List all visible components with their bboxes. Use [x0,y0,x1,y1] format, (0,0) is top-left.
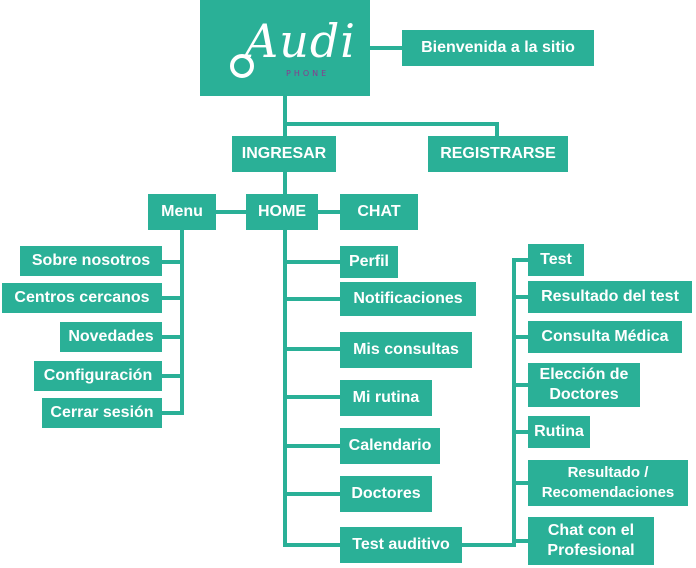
node-routine[interactable]: Rutina [528,416,590,448]
node-doctors[interactable]: Doctores [340,476,432,512]
node-chat[interactable]: CHAT [340,194,418,230]
logo-name: Audi [245,14,357,68]
node-result-recommendations[interactable]: Resultado / Recomendaciones [528,460,688,506]
node-logout[interactable]: Cerrar sesión [42,398,162,428]
node-profile[interactable]: Perfil [340,246,398,278]
logo-headphone-icon [230,54,254,78]
node-about[interactable]: Sobre nosotros [20,246,162,276]
node-my-consults[interactable]: Mis consultas [340,332,472,368]
node-medical-consult[interactable]: Consulta Médica [528,321,682,353]
logo-subtitle: PHONE [286,69,330,78]
node-home[interactable]: HOME [246,194,318,230]
node-chat-professional[interactable]: Chat con el Profesional [528,517,654,565]
node-centers[interactable]: Centros cercanos [2,283,162,313]
logo-box: Audi PHONE [200,0,370,96]
node-menu[interactable]: Menu [148,194,216,230]
node-register[interactable]: REGISTRARSE [428,136,568,172]
node-my-routine[interactable]: Mi rutina [340,380,432,416]
node-test-result[interactable]: Resultado del test [528,281,692,313]
node-calendar[interactable]: Calendario [340,428,440,464]
node-choose-doctors[interactable]: Elección de Doctores [528,363,640,407]
node-settings[interactable]: Configuración [34,361,162,391]
node-login[interactable]: INGRESAR [232,136,336,172]
node-hearing-test[interactable]: Test auditivo [340,527,462,563]
node-notifications[interactable]: Notificaciones [340,282,476,316]
node-welcome[interactable]: Bienvenida a la sitio [402,30,594,66]
node-test[interactable]: Test [528,244,584,276]
node-news[interactable]: Novedades [60,322,162,352]
